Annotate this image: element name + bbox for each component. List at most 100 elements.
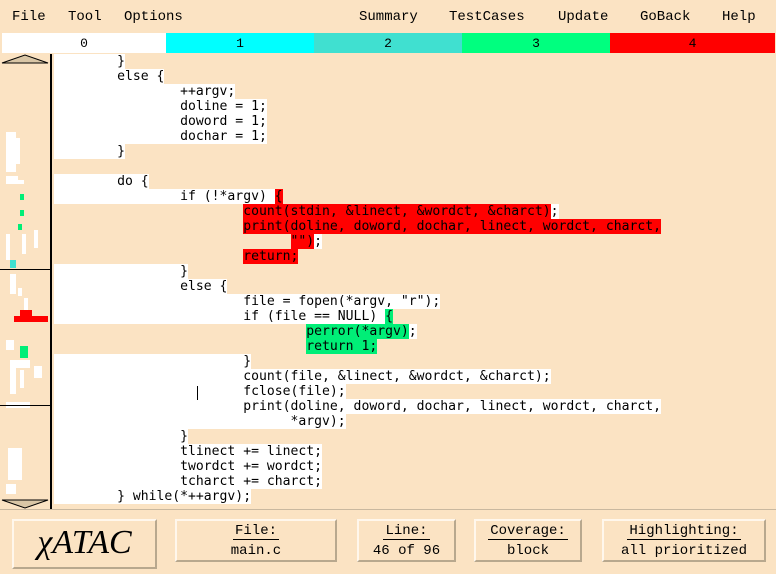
code-line: else { (54, 69, 165, 84)
overview-block (20, 210, 24, 216)
highlighting-panel[interactable]: Highlighting: all prioritized (602, 519, 766, 562)
file-label: File: (232, 523, 279, 540)
overview-block (20, 194, 24, 200)
code-line: } (54, 264, 189, 279)
code-text: tlinect += linect; (54, 444, 323, 459)
code-line: tcharct += charct; (54, 474, 323, 489)
code-line: twordct += wordct; (54, 459, 323, 474)
code-line: } (54, 144, 125, 159)
code-text: else { (54, 279, 228, 294)
code-line: } (54, 354, 252, 369)
overview-block (34, 230, 38, 248)
menu-update[interactable]: Update (558, 9, 609, 25)
code-text: } (54, 54, 125, 69)
code-line: if (file == NULL) { (54, 309, 393, 324)
code-text: doword = 1; (54, 114, 267, 129)
code-indent (54, 219, 243, 234)
code-text: twordct += wordct; (54, 459, 323, 474)
code-text-priority-3: return 1; (306, 339, 378, 354)
overview-block (24, 298, 28, 312)
code-text: } (54, 429, 189, 444)
menu-testcases[interactable]: TestCases (449, 9, 525, 25)
code-text-priority-4: count(stdin, &linect, &wordct, &charct) (243, 204, 551, 219)
code-text-priority-3: { (385, 309, 393, 324)
overview-block (10, 368, 16, 394)
overview-block (22, 234, 26, 254)
overview-scrollbar[interactable] (0, 54, 52, 509)
file-panel[interactable]: File: main.c (175, 519, 337, 562)
code-text-priority-4: { (274, 189, 283, 204)
code-text: dochar = 1; (54, 129, 267, 144)
code-text: if (!*argv) (54, 189, 275, 204)
file-value: main.c (230, 543, 282, 559)
coverage-value: block (506, 543, 549, 559)
code-indent (54, 234, 291, 249)
menu-help[interactable]: Help (722, 9, 756, 25)
code-text: file = fopen(*argv, "r"); (54, 294, 441, 309)
code-line: print(doline, doword, dochar, linect, wo… (54, 219, 662, 234)
code-indent (54, 204, 243, 219)
menu-tool[interactable]: Tool (68, 9, 102, 25)
code-line: dochar = 1; (54, 129, 267, 144)
code-text: } (54, 354, 252, 369)
highlighting-label: Highlighting: (627, 523, 741, 540)
overview-block (10, 360, 30, 368)
code-indent (54, 339, 306, 354)
menu-options[interactable]: Options (124, 9, 183, 25)
status-bar: χATAC File: main.c Line: 46 of 96 Covera… (0, 509, 776, 574)
code-line: count(stdin, &linect, &wordct, &charct); (54, 204, 559, 219)
code-line: print(doline, doword, dochar, linect, wo… (54, 399, 661, 414)
menu-summary[interactable]: Summary (359, 9, 418, 25)
code-line: *argv); (54, 414, 346, 429)
line-label: Line: (383, 523, 430, 540)
priority-0: 0 (2, 33, 166, 53)
code-text: ; (314, 234, 323, 249)
coverage-label: Coverage: (488, 523, 568, 540)
scroll-down-arrow-icon[interactable] (0, 499, 50, 509)
code-text: do { (54, 174, 149, 189)
code-text: count(file, &linect, &wordct, &charct); (54, 369, 551, 384)
text-cursor (197, 386, 198, 400)
overview-block (10, 274, 16, 294)
code-line: doline = 1; (54, 99, 267, 114)
overview-block (6, 484, 16, 494)
overview-block (34, 366, 42, 378)
priority-2: 2 (314, 33, 462, 53)
overview-block (20, 310, 32, 316)
code-text: fclose(file); (54, 384, 346, 399)
code-text: *argv); (54, 414, 346, 429)
code-indent (54, 249, 243, 264)
scroll-thumb[interactable] (0, 269, 50, 406)
coverage-panel[interactable]: Coverage: block (474, 519, 582, 562)
overview-block (6, 176, 18, 184)
menu-goback[interactable]: GoBack (640, 9, 691, 25)
code-text: print(doline, doword, dochar, linect, wo… (54, 399, 661, 414)
code-line: perror(*argv); (54, 324, 417, 339)
overview-block (6, 340, 14, 350)
code-line: return 1; (54, 339, 378, 354)
overview-block (18, 288, 22, 296)
overview-block (6, 234, 10, 260)
overview-block (14, 180, 24, 184)
code-text: else { (54, 69, 165, 84)
menu-bar: File Tool Options Summary TestCases Upda… (0, 0, 776, 33)
code-text: tcharct += charct; (54, 474, 323, 489)
source-code-view[interactable]: } else { ++argv; doline = 1; doword = 1;… (54, 54, 776, 509)
code-line: } while(*++argv); (54, 489, 252, 504)
code-line: tlinect += linect; (54, 444, 323, 459)
menu-file[interactable]: File (12, 9, 46, 25)
code-text-priority-3: perror(*argv) (306, 324, 409, 339)
overview-block (18, 224, 22, 230)
code-line: ++argv; (54, 84, 236, 99)
code-line: ""); (54, 234, 323, 249)
code-text: if (file == NULL) (54, 309, 386, 324)
code-text-priority-4: print(doline, doword, dochar, linect, wo… (243, 219, 662, 234)
code-text: ++argv; (54, 84, 236, 99)
code-line: else { (54, 279, 228, 294)
code-text: ; (550, 204, 559, 219)
line-panel[interactable]: Line: 46 of 96 (357, 519, 456, 562)
code-text: } (54, 144, 125, 159)
scroll-up-arrow-icon[interactable] (0, 54, 50, 64)
code-line: } (54, 54, 125, 69)
overview-block (20, 346, 28, 358)
